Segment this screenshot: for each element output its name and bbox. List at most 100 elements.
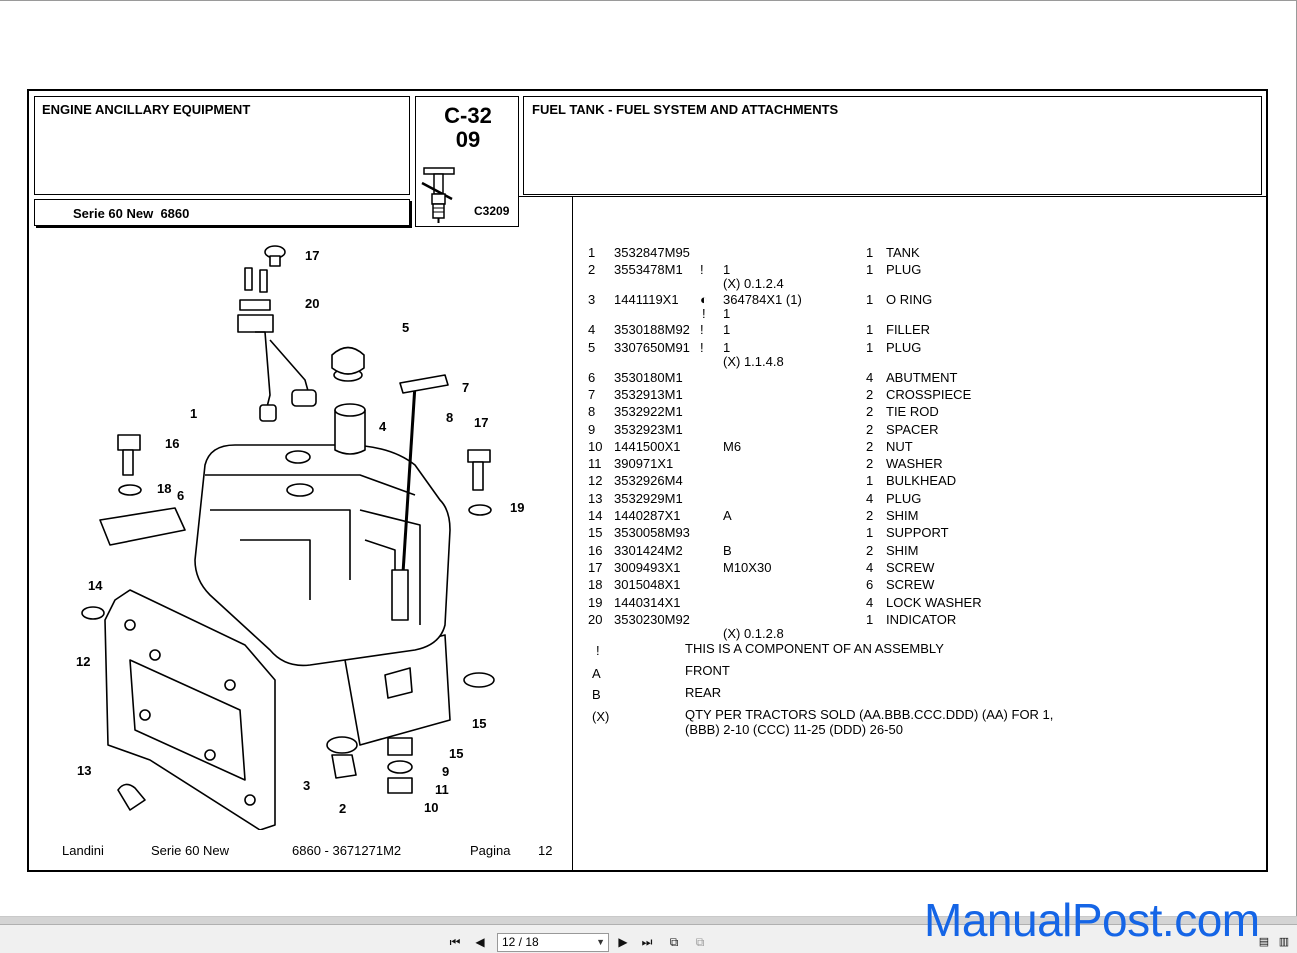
part-description: SHIM [886, 508, 919, 523]
callout-17-right: 17 [474, 415, 489, 430]
part-quantity: 4 [866, 559, 874, 575]
callout-15: 15 [449, 746, 464, 761]
part-ref-number: 17 [588, 559, 603, 575]
legend-symbol: A [592, 666, 601, 681]
part-description: CROSSPIECE [886, 386, 972, 402]
callout-4: 4 [379, 419, 387, 434]
callout-10: 10 [424, 800, 439, 815]
fuel-tank-diagram [81, 245, 495, 830]
callout-13: 13 [77, 763, 92, 778]
callout-16: 15 [472, 716, 487, 731]
part-number: 3307650M91 [614, 339, 690, 355]
part-description: SHIM [886, 542, 919, 558]
footer-page-number: 12 [538, 843, 553, 858]
part-number: 3532847M95 [614, 245, 690, 260]
part-ref-number: 3 [588, 292, 596, 308]
previous-page-icon[interactable]: ◀ [475, 935, 485, 949]
part-note: 1 [723, 339, 731, 355]
part-quantity: 4 [866, 490, 874, 506]
page-indicator: 12 / 18 [502, 935, 539, 949]
callout-5: 5 [402, 320, 410, 335]
back-view-icon[interactable]: ⧉ [669, 935, 679, 949]
callout-8: 8 [446, 410, 454, 425]
part-ref-number: 19 [588, 594, 603, 610]
forward-view-icon[interactable]: ⧉ [695, 935, 705, 949]
part-quantity: 2 [866, 438, 874, 454]
part-quantity: 1 [866, 322, 874, 338]
part-note: A [723, 508, 732, 523]
callout-9: 9 [442, 764, 450, 779]
callout-1: 1 [190, 406, 198, 421]
part-description: BULKHEAD [886, 473, 957, 489]
part-quantity: 1 [866, 473, 874, 489]
part-number: 3532922M1 [614, 404, 683, 420]
part-ref-number: 15 [588, 525, 603, 541]
part-note: (X) 0.1.2.8 [723, 625, 784, 641]
callout-19-left: 18 [157, 481, 172, 496]
callout-17-left: 16 [165, 436, 180, 451]
part-quantity: 4 [866, 594, 874, 610]
part-quantity: 1 [866, 339, 874, 355]
part-note: (X) 1.1.4.8 [723, 353, 784, 369]
part-number: 1441119X1 [614, 292, 679, 308]
part-ref-number: 2 [588, 262, 596, 278]
part-description: O RING [886, 292, 933, 308]
part-quantity: 1 [866, 262, 874, 278]
legend-text: QTY PER TRACTORS SOLD (AA.BBB.CCC.DDD) (… [685, 707, 1054, 737]
part-number: 3532913M1 [614, 386, 683, 402]
watermark-logo: ManualPost.com [924, 894, 1260, 946]
code-line1: C-32 [444, 103, 492, 128]
part-number: 3532926M4 [614, 473, 683, 489]
part-flag: ◐ [700, 292, 708, 308]
part-quantity: 2 [866, 421, 874, 437]
footer-page-label: Pagina [470, 843, 511, 858]
part-quantity: 2 [866, 508, 874, 523]
viewer-toolbar [0, 916, 1297, 953]
part-description: TANK [886, 245, 920, 260]
figure-ref: C3209 [474, 204, 510, 218]
part-quantity: 2 [866, 404, 874, 420]
section-title-box: ENGINE ANCILLARY EQUIPMENT [34, 96, 410, 195]
part-flag: ! [700, 322, 704, 338]
fit-width-icon[interactable]: ▥ [1278, 936, 1290, 948]
part-description: PLUG [886, 490, 922, 506]
first-page-icon[interactable]: ⏮ [449, 935, 461, 949]
part-description: PLUG [886, 262, 922, 278]
page-number-select[interactable]: 12 / 18 ▼ [497, 933, 609, 952]
part-quantity: 1 [866, 525, 874, 541]
callout-6: 6 [177, 488, 185, 503]
legend-symbol: (X) [592, 709, 610, 724]
part-number: 390971X1 [614, 456, 674, 472]
part-description: INDICATOR [886, 611, 957, 627]
part-quantity: 2 [866, 456, 874, 472]
dipstick-icon [421, 167, 455, 223]
last-page-icon[interactable]: ⏭ [641, 935, 653, 949]
part-ref-number: 11 [588, 456, 602, 472]
part-note: 364784X1 (1) [723, 292, 802, 308]
legend-text: REAR [685, 685, 722, 700]
callout-11: 11 [435, 782, 449, 797]
footer-brand: Landini [62, 843, 104, 858]
part-number: 3532923M1 [614, 421, 683, 437]
part-description: TIE ROD [886, 404, 939, 420]
callout-7: 7 [462, 380, 470, 395]
part-number: 3530188M92 [614, 322, 690, 338]
part-note: M6 [723, 438, 742, 454]
next-page-icon[interactable]: ▶ [618, 935, 628, 949]
part-ref-number: 9 [588, 421, 596, 437]
part-description: FILLER [886, 322, 931, 338]
part-note: 1 [723, 306, 731, 322]
group-title-box: FUEL TANK - FUEL SYSTEM AND ATTACHMENTS [523, 96, 1262, 195]
toolbar-scroll-track [0, 917, 1297, 925]
code-line2: 09 [455, 127, 481, 152]
part-description: SCREW [886, 559, 935, 575]
fit-page-icon[interactable]: ▤ [1258, 936, 1270, 948]
part-ref-number: 8 [588, 404, 596, 420]
part-number: 3015048X1 [614, 577, 681, 593]
part-description: NUT [886, 438, 913, 454]
section-title: ENGINE ANCILLARY EQUIPMENT [42, 102, 251, 117]
part-number: 3553478M1 [614, 262, 683, 278]
part-ref-number: 5 [588, 339, 596, 355]
part-quantity: 6 [866, 577, 874, 593]
part-description: WASHER [886, 456, 943, 472]
